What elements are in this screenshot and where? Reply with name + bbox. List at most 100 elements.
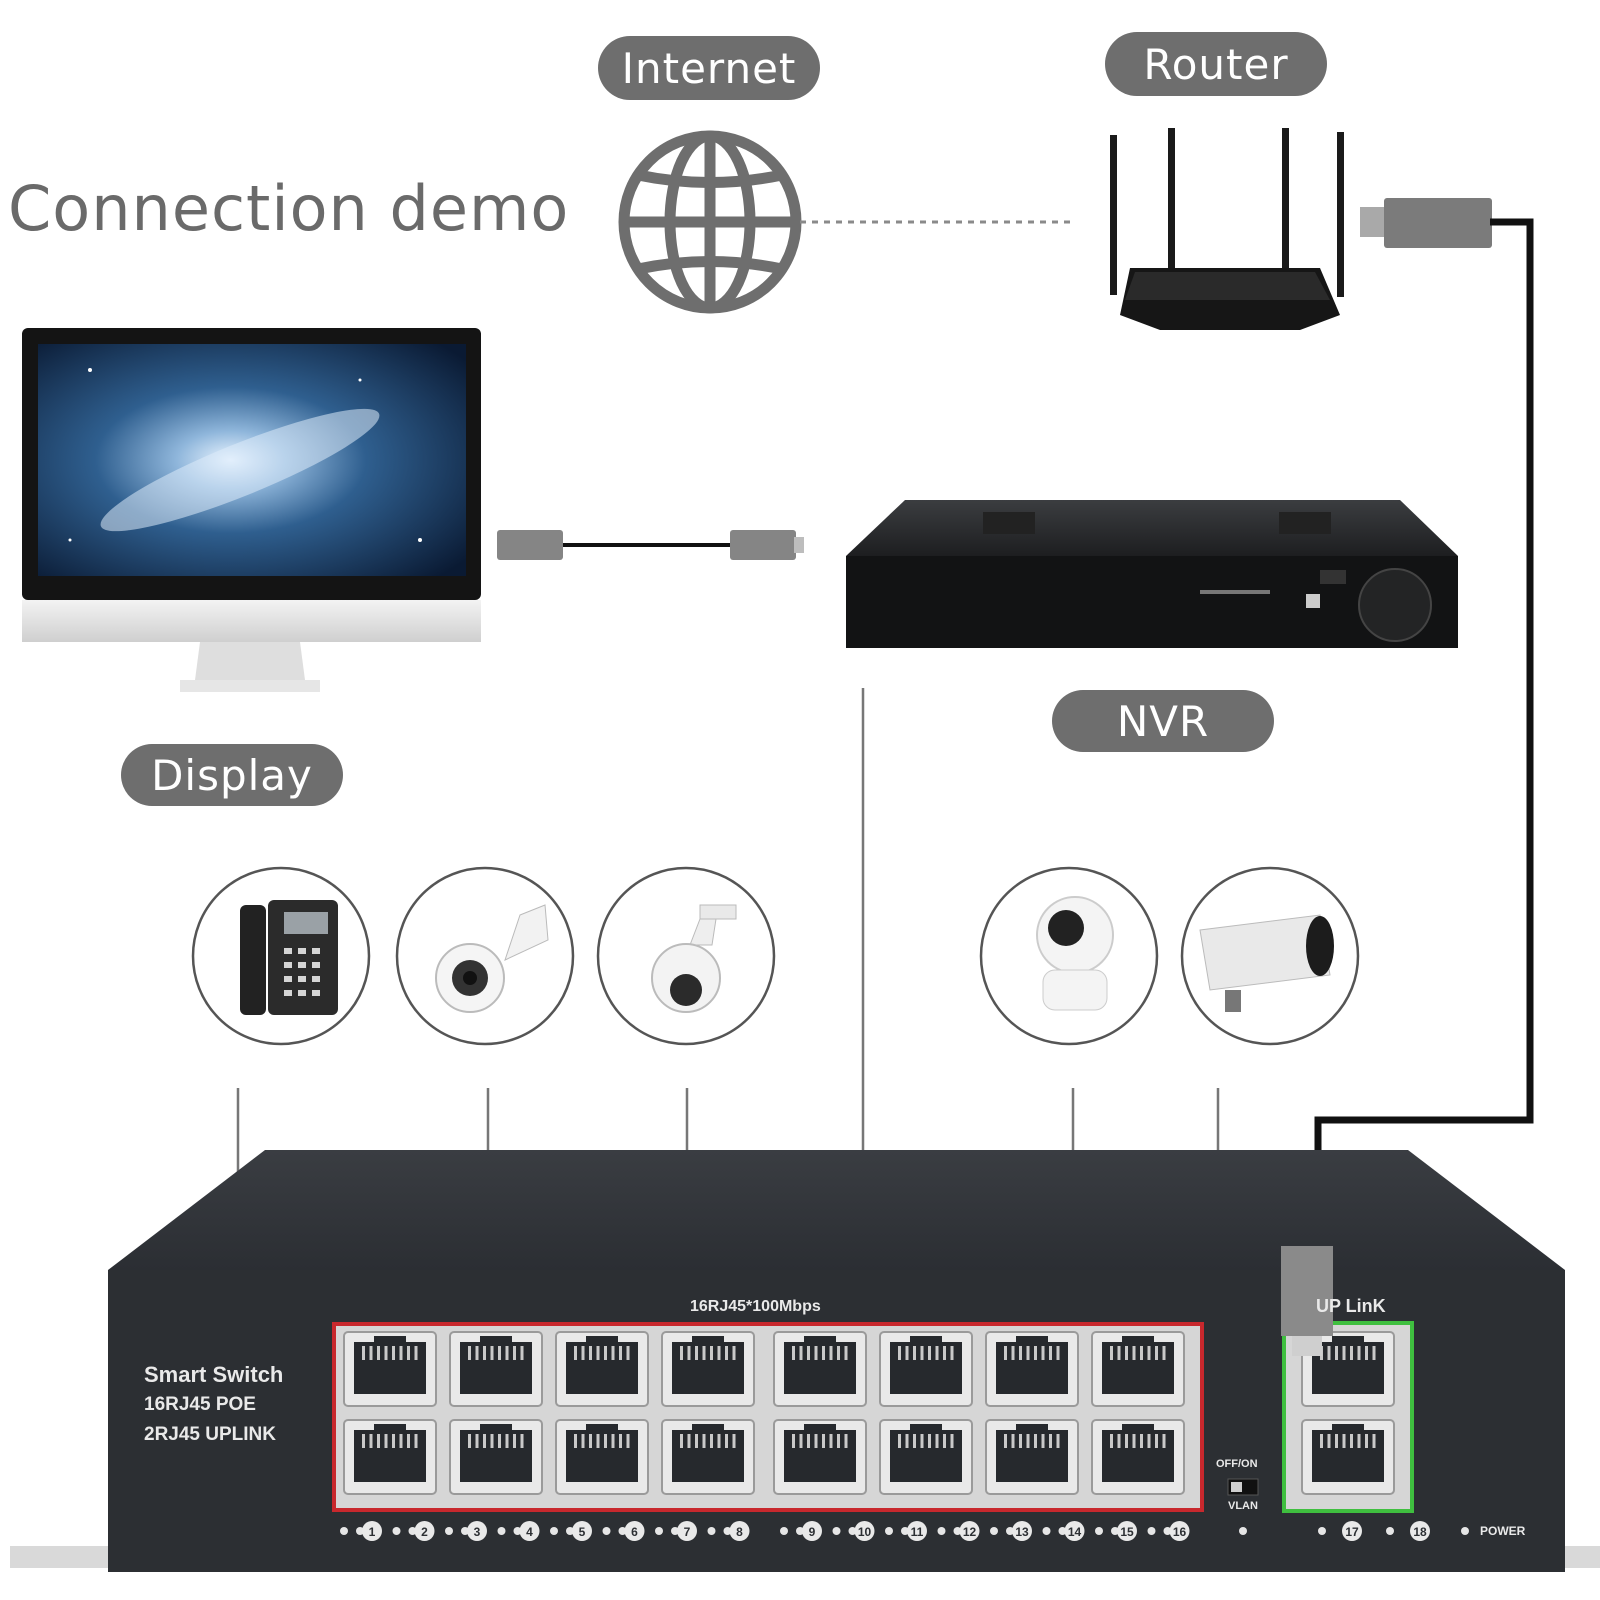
port-number: 15 [1120, 1525, 1134, 1539]
port-number: 13 [1015, 1525, 1029, 1539]
port-led [602, 1527, 611, 1535]
port-led [655, 1527, 663, 1535]
port-led [953, 1527, 962, 1535]
port-led [1147, 1527, 1156, 1535]
uplink-port-17[interactable] [1301, 1331, 1395, 1407]
power-label: POWER [1480, 1524, 1526, 1538]
port-led [1163, 1527, 1172, 1535]
port-led [408, 1527, 417, 1535]
poe-port-2[interactable] [449, 1331, 543, 1407]
display-label: Display [121, 744, 343, 806]
port-led [566, 1527, 574, 1535]
port-led [618, 1527, 627, 1535]
poe-port-4[interactable] [661, 1331, 755, 1407]
globe-icon [618, 130, 802, 314]
port-number: 12 [963, 1525, 977, 1539]
port-number: 6 [631, 1525, 638, 1539]
poe-port-7[interactable] [985, 1331, 1079, 1407]
poe-port-6[interactable] [879, 1331, 973, 1407]
router-cable-plug [1360, 198, 1492, 248]
port-led [356, 1527, 364, 1535]
vlan-led [1239, 1527, 1247, 1535]
port-led [723, 1527, 732, 1535]
port-number-badge [1012, 1521, 1032, 1541]
internet-label: Internet [598, 36, 820, 100]
uplink-number-badge [1410, 1521, 1430, 1541]
port-number: 14 [1068, 1525, 1082, 1539]
port-number-badge [1117, 1521, 1137, 1541]
poe-port-15[interactable] [985, 1419, 1079, 1495]
poe-port-1[interactable] [343, 1331, 437, 1407]
port-led [1058, 1527, 1067, 1535]
port-number: 16 [1173, 1525, 1187, 1539]
vlan-dip-switch [1227, 1478, 1259, 1496]
port-number: 4 [526, 1525, 533, 1539]
port-led [885, 1527, 893, 1535]
port-led [990, 1527, 998, 1535]
port-number: 10 [858, 1525, 872, 1539]
port-number: 8 [736, 1525, 743, 1539]
port-led [707, 1527, 716, 1535]
device-circle-dome-camera [395, 866, 575, 1046]
port-number-badge [802, 1521, 822, 1541]
device-circle-bullet-camera [1180, 866, 1360, 1046]
poe-port-14[interactable] [879, 1419, 973, 1495]
poe-port-11[interactable] [555, 1419, 649, 1495]
port-number: 7 [684, 1525, 691, 1539]
port-number: 3 [474, 1525, 481, 1539]
port-number: 11 [911, 1525, 924, 1539]
poe-port-12[interactable] [661, 1419, 755, 1495]
poe-port-10[interactable] [449, 1419, 543, 1495]
port-led [1095, 1527, 1103, 1535]
switch-brand-line1: Smart Switch [144, 1362, 284, 1387]
port-led [340, 1527, 348, 1535]
poe-port-8[interactable] [1091, 1331, 1185, 1407]
port-led [445, 1527, 453, 1535]
port-number-badge [729, 1521, 750, 1541]
uplink-plug [1281, 1246, 1333, 1356]
port-number: 5 [579, 1525, 586, 1539]
uplink-led [1318, 1527, 1326, 1535]
poe-port-13[interactable] [773, 1419, 867, 1495]
device-circle-phone [191, 866, 371, 1046]
port-led [848, 1527, 857, 1535]
poe-port-3[interactable] [555, 1331, 649, 1407]
port-number-badge [854, 1521, 875, 1541]
port-number-badge [362, 1521, 382, 1541]
port-led [780, 1527, 788, 1535]
port-led [513, 1527, 522, 1535]
port-number-badge [907, 1521, 927, 1541]
port-number-badge [519, 1521, 540, 1541]
port-number-badge [572, 1521, 592, 1541]
port-led [1006, 1527, 1014, 1535]
nvr-icon [846, 500, 1458, 648]
uplink-port-18[interactable] [1301, 1419, 1395, 1495]
nvr-label: NVR [1052, 690, 1274, 752]
uplink-led [1386, 1527, 1394, 1535]
uplink-number: 18 [1413, 1525, 1427, 1539]
port-number-badge [1064, 1521, 1085, 1541]
port-led [392, 1527, 401, 1535]
port-number-badge [414, 1521, 435, 1541]
poe-port-9[interactable] [343, 1419, 437, 1495]
uplink-number: 17 [1345, 1525, 1359, 1539]
poe-port-5[interactable] [773, 1331, 867, 1407]
port-number: 1 [369, 1525, 376, 1539]
ports-header: 16RJ45*100Mbps [690, 1298, 821, 1315]
display-nvr-cable [497, 530, 804, 560]
poe-ports [343, 1331, 1185, 1495]
port-number: 9 [809, 1525, 816, 1539]
uplink-header: UP LinK [1316, 1296, 1386, 1316]
poe-port-16[interactable] [1091, 1419, 1185, 1495]
vlan-switch-label: OFF/ON [1216, 1458, 1258, 1470]
port-number-badge [624, 1521, 645, 1541]
page-title: Connection demo [8, 172, 570, 245]
uplink-cable [1314, 218, 1534, 1242]
uplink-number-badge [1342, 1521, 1362, 1541]
port-led [796, 1527, 804, 1535]
port-led [550, 1527, 558, 1535]
router-icon [1110, 128, 1344, 330]
